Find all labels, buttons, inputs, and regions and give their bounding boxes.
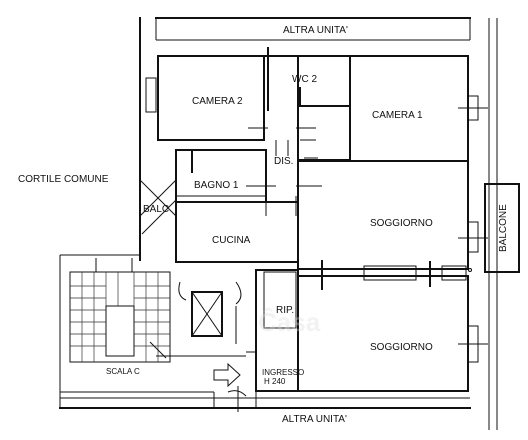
entry-arrow-icon	[213, 362, 241, 388]
windows	[145, 77, 488, 363]
balc-diagonal	[139, 179, 177, 235]
label-balcone: BALCONE	[498, 204, 509, 252]
label-altra-unita-top: ALTRA UNITA'	[283, 25, 348, 36]
label-rip: RIP.	[276, 305, 294, 316]
label-altra-unita-bottom: ALTRA UNITA'	[282, 414, 347, 425]
label-scala-c: SCALA C	[106, 367, 140, 376]
staircase	[69, 258, 171, 363]
label-soggiorno-upper: SOGGIORNO	[370, 218, 433, 229]
label-ingresso-height: H 240	[264, 377, 286, 386]
label-bagno-1: BAGNO 1	[194, 180, 239, 191]
label-camera-1: CAMERA 1	[372, 110, 423, 121]
label-camera-2: CAMERA 2	[192, 96, 243, 107]
label-soggiorno-lower: SOGGIORNO	[370, 342, 433, 353]
label-ingresso: INGRESSO	[262, 368, 304, 377]
internal-partitions	[191, 47, 467, 412]
apartment-walls	[157, 55, 469, 392]
label-wc-2: WC 2	[292, 74, 317, 85]
elevator-shaft	[178, 281, 242, 344]
watermark: Ĉasa	[258, 307, 321, 337]
label-cortile-comune: CORTILE COMUNE	[18, 174, 109, 185]
label-balc: BALC	[143, 204, 169, 215]
label-dis: DIS.	[274, 156, 293, 167]
balcone-outline	[484, 183, 520, 273]
misc-detail-lines	[60, 268, 472, 408]
label-cucina: CUCINA	[212, 235, 251, 246]
outer-walls	[59, 17, 498, 430]
